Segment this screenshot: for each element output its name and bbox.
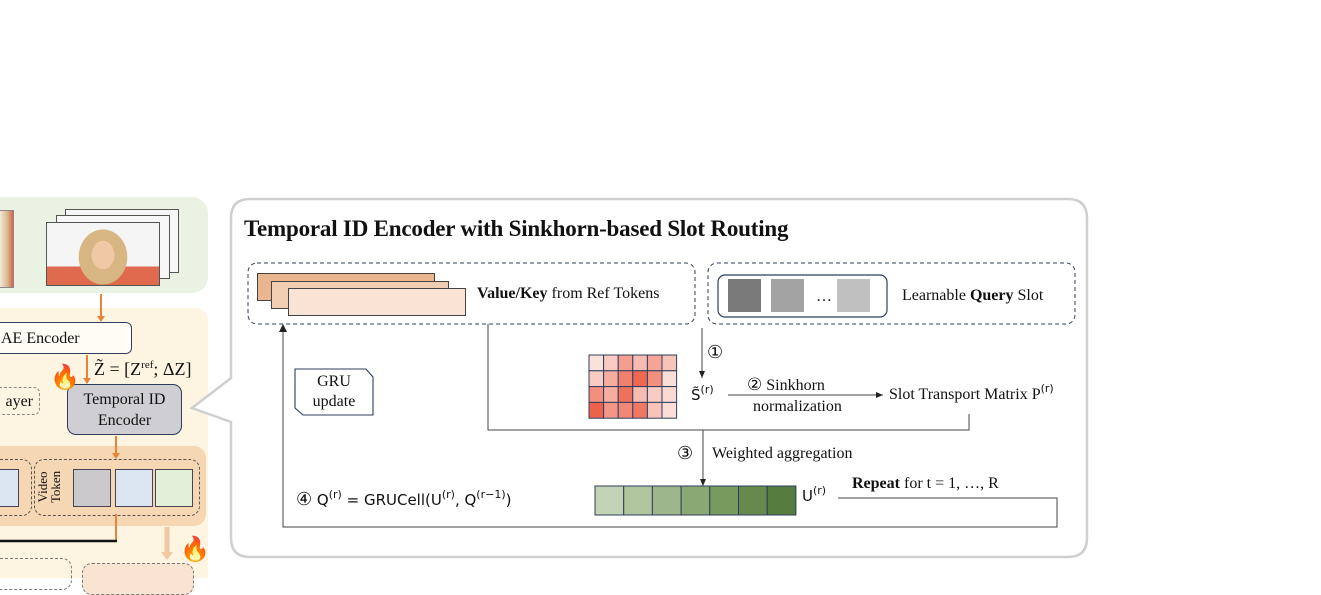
aggregated-slot-cell (738, 485, 768, 516)
video-token-gray (73, 469, 111, 507)
heatmap-cell (603, 370, 619, 388)
heatmap-cell (632, 354, 648, 372)
layer-label: ayer (5, 393, 33, 410)
temporal-id-encoder-box: Temporal ID Encoder (67, 384, 182, 435)
panel-title: Temporal ID Encoder with Sinkhorn-based … (244, 216, 789, 241)
aggregated-slot-cell (709, 485, 739, 516)
u-label: U(r) (802, 484, 827, 505)
aggregated-slot-cell (680, 485, 711, 516)
prior-token (0, 469, 19, 507)
heatmap-cell (588, 401, 605, 419)
gru-update-label: GRU update (312, 373, 356, 410)
heatmap-cell (617, 354, 634, 372)
heatmap-cell (617, 401, 634, 419)
video-token-green (155, 469, 193, 507)
heatmap-cell (617, 370, 634, 388)
heatmap-cell (661, 401, 678, 419)
heatmap-cell (661, 386, 678, 403)
step-2-normalization: normalization (753, 398, 842, 415)
repeat-label: Repeat for t = 1, …, R (852, 475, 999, 492)
z-tilde-formula: Z̃ = [Zref; ΔZ] (94, 359, 192, 379)
loop-arrowhead (279, 324, 287, 332)
layer-box: ayer (0, 387, 40, 415)
query-slot-1 (728, 279, 761, 312)
lower-block-right (82, 563, 194, 595)
heatmap-cell (646, 370, 663, 388)
aggregated-slot-cell (766, 485, 797, 516)
s-tilde-label: S̃(r) (691, 383, 714, 404)
heatmap-cell (632, 401, 648, 419)
vae-encoder-label: AE Encoder (1, 330, 80, 347)
query-slot-n (837, 279, 870, 312)
heatmap-cell (588, 386, 605, 403)
trainable-fire-icon: 🔥 (50, 365, 80, 391)
step-3-label: Weighted aggregation (712, 445, 853, 462)
step-2-label: ② Sinkhorn (747, 375, 825, 395)
video-frame (46, 222, 160, 286)
query-slot-ellipsis: … (816, 288, 832, 305)
prior-token-group (0, 459, 32, 516)
query-slot-container (717, 274, 888, 318)
heatmap-cell (661, 370, 678, 388)
gru-update-card (294, 368, 374, 416)
value-key-group (247, 262, 696, 325)
vae-encoder-box: AE Encoder (0, 322, 132, 354)
aggregated-slot-cell (651, 485, 682, 516)
video-token-blue (115, 469, 153, 507)
query-slot-label: Learnable Query Slot (902, 287, 1044, 304)
heatmap-cell (646, 386, 663, 403)
step-3-marker: ③ (677, 443, 694, 464)
similarity-heatmap (588, 354, 678, 419)
heatmap-cell (646, 354, 663, 372)
orange-flow-arrows (83, 294, 120, 541)
flow-lines (282, 324, 1058, 528)
reference-image (0, 210, 14, 288)
trainable-fire-icon-2: 🔥 (180, 537, 210, 563)
heatmap-cell (632, 386, 648, 403)
ref-token-layer-3 (288, 288, 466, 316)
heatmap-cell (617, 386, 634, 403)
heatmap-cell (603, 386, 619, 403)
heatmap-cell (603, 354, 619, 372)
aggregated-slot-bar (594, 485, 797, 516)
step-1-marker: ① (707, 342, 724, 363)
heatmap-cell (632, 370, 648, 388)
query-slot-2 (771, 279, 804, 312)
heatmap-cell (588, 354, 605, 372)
aggregated-slot-cell (594, 485, 625, 516)
heatmap-cell (603, 401, 619, 419)
heatmap-cell (588, 370, 605, 388)
step-4-gru-formula: ④ Q(r) = GRUCell(U(r), Q(r−1)) (296, 488, 512, 510)
heatmap-cell (646, 401, 663, 419)
heatmap-cell (661, 354, 678, 372)
connector-layer (0, 197, 1089, 560)
light-orange-arrow (161, 527, 173, 560)
aggregated-slot-cell (623, 485, 653, 516)
slot-transport-matrix-label: Slot Transport Matrix P(r) (889, 382, 1054, 403)
value-key-label: Value/Key from Ref Tokens (477, 285, 660, 302)
